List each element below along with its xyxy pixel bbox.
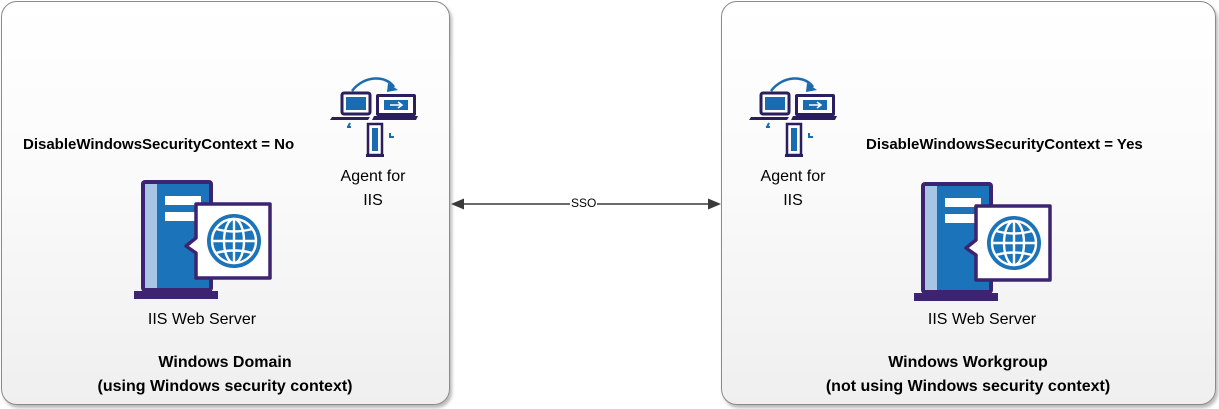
left-panel-title: Windows Domain (using Windows security c… xyxy=(98,351,353,399)
right-agent-label-line1: Agent for xyxy=(760,168,826,185)
arrowhead-left-icon xyxy=(451,198,464,210)
sso-label: SSO xyxy=(570,196,598,210)
right-server-label: IIS Web Server xyxy=(927,311,1037,328)
left-property-label: DisableWindowsSecurityContext = No xyxy=(23,136,295,153)
right-title-line2: (not using Windows security context) xyxy=(825,378,1111,395)
right-agent-label: Agent for IIS xyxy=(761,165,826,213)
right-title-line1: Windows Workgroup xyxy=(888,354,1048,371)
left-server-label: IIS Web Server xyxy=(147,311,257,328)
iis-web-server-icon xyxy=(134,180,272,299)
right-agent-label-line2: IIS xyxy=(783,192,803,209)
left-title-line1: Windows Domain xyxy=(158,354,292,371)
agent-for-iis-icon xyxy=(749,77,837,157)
left-agent-label-line1: Agent for xyxy=(340,168,406,185)
right-panel-title: Windows Workgroup (not using Windows sec… xyxy=(826,351,1110,399)
right-property-label: DisableWindowsSecurityContext = Yes xyxy=(866,136,1143,153)
left-agent-label-line2: IIS xyxy=(363,192,383,209)
left-agent-label: Agent for IIS xyxy=(341,165,406,213)
left-title-line2: (using Windows security context) xyxy=(97,378,353,395)
iis-web-server-icon xyxy=(914,182,1052,301)
arrowhead-right-icon xyxy=(708,198,721,210)
agent-for-iis-icon xyxy=(330,77,418,157)
